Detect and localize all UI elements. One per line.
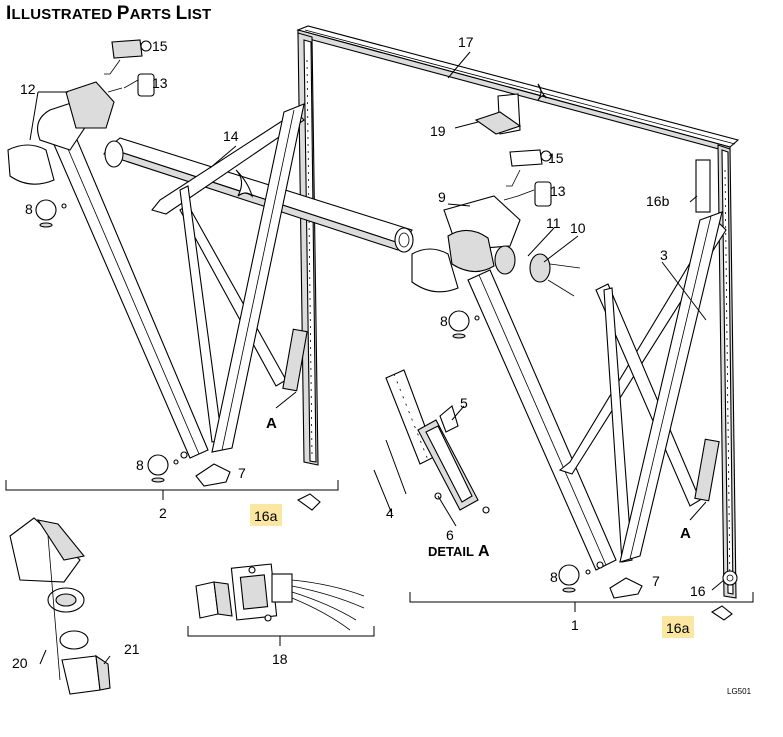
callout-8-left-top: 8 xyxy=(25,201,33,217)
callout-3: 3 xyxy=(660,247,668,263)
page-title: ILLUSTRATED PARTS LIST xyxy=(6,3,212,24)
callout-10: 10 xyxy=(570,220,586,236)
callout-7-left: 7 xyxy=(238,465,246,481)
left-wall-rail xyxy=(297,32,319,466)
callout-7-right: 7 xyxy=(652,573,660,589)
callout-labels: 12 15 13 14 8 17 19 15 13 16b 9 11 10 3 … xyxy=(12,34,752,696)
leader-lines xyxy=(29,51,725,665)
callout-16a-right-highlight xyxy=(662,616,694,638)
callout-12: 12 xyxy=(20,81,36,97)
right-arm-assembly xyxy=(411,195,727,571)
callout-15-left: 15 xyxy=(152,38,168,54)
callout-16a-left-highlight xyxy=(250,504,282,526)
callout-17: 17 xyxy=(458,34,474,50)
callout-2: 2 xyxy=(159,505,167,521)
drawing-code: LG501 xyxy=(727,687,752,696)
left-arm-assembly xyxy=(7,81,308,459)
rail-17 xyxy=(296,25,740,153)
callout-16b: 16b xyxy=(646,193,670,209)
callout-1: 1 xyxy=(571,617,579,633)
callout-A-left: A xyxy=(266,415,277,432)
callout-5: 5 xyxy=(460,395,468,411)
callout-16a-right: 16a xyxy=(666,620,690,636)
callout-6: 6 xyxy=(446,527,454,543)
callout-16: 16 xyxy=(690,583,706,599)
callout-8-right-bottom: 8 xyxy=(550,569,558,585)
callout-A-right: A xyxy=(680,525,691,542)
roller-tube-14 xyxy=(103,137,414,253)
callout-8-left-bottom: 8 xyxy=(136,457,144,473)
callout-16a-left: 16a xyxy=(254,508,278,524)
callout-14: 14 xyxy=(223,128,239,144)
callout-19: 19 xyxy=(430,123,446,139)
right-wall-rail xyxy=(717,144,737,599)
callout-8-right-mid: 8 xyxy=(440,313,448,329)
detail-a xyxy=(385,369,490,514)
callout-18: 18 xyxy=(272,651,288,667)
right-small-parts xyxy=(448,149,738,621)
callout-20: 20 xyxy=(12,655,28,671)
bracket-lines xyxy=(5,480,754,646)
callout-13-right: 13 xyxy=(550,183,566,199)
callout-13-left: 13 xyxy=(152,75,168,91)
bracket-19 xyxy=(454,93,522,135)
left-small-parts xyxy=(35,39,321,511)
callout-11: 11 xyxy=(546,215,561,231)
switch-assembly-18 xyxy=(195,563,365,631)
callout-9: 9 xyxy=(438,189,446,205)
callout-4: 4 xyxy=(386,505,394,521)
callout-15-right: 15 xyxy=(548,150,564,166)
bottom-detail-20-21 xyxy=(9,517,111,695)
callout-21: 21 xyxy=(124,641,140,657)
